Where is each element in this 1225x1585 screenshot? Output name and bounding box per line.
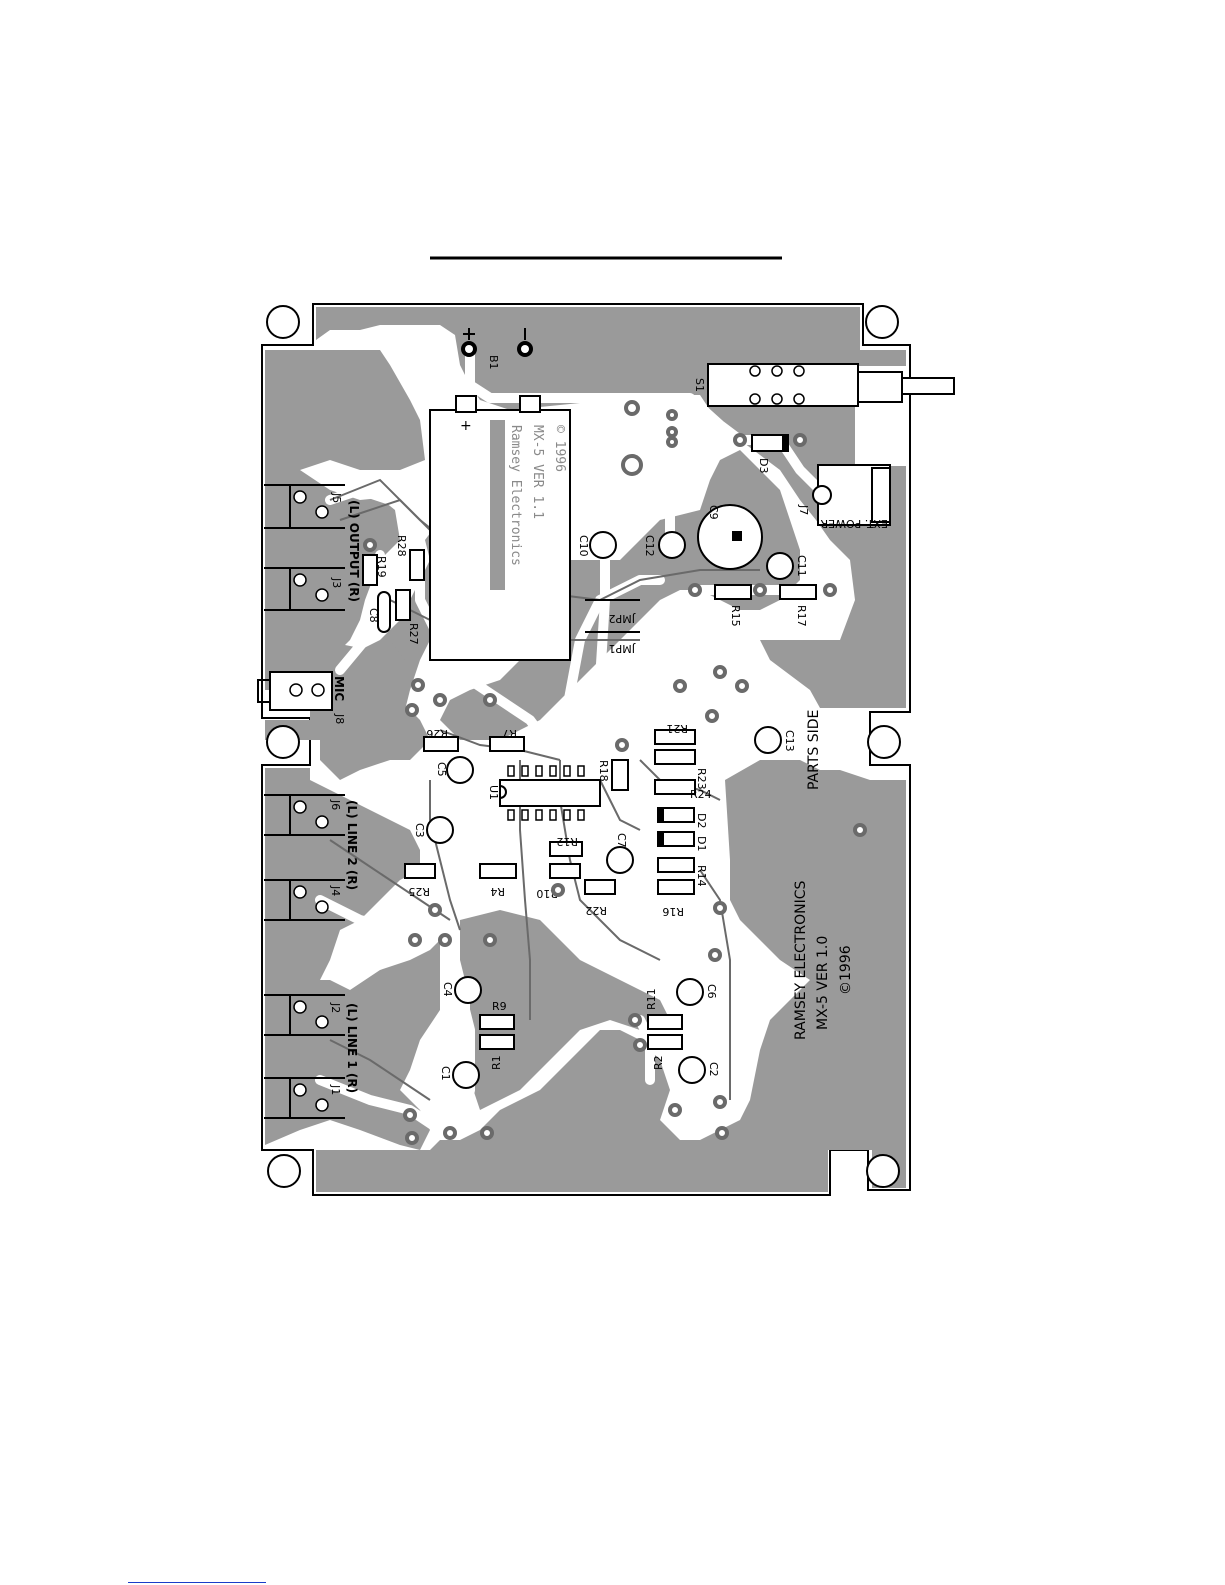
ghost-copyright-text: © 1996 <box>552 425 567 472</box>
mounting-hole-top-left <box>266 305 300 339</box>
mounting-hole-bottom-left <box>267 1154 301 1188</box>
label-output: (L) OUTPUT (R) <box>347 500 361 602</box>
label-JMP2: JMP2 <box>609 612 636 625</box>
label-C9: C9 <box>707 505 720 520</box>
small-caps-middle <box>426 726 782 1089</box>
battery-holder: + Ramsey Electronics MX-5 VER 1.1 © 1996 <box>429 395 571 661</box>
label-J2: J2 <box>329 1002 342 1013</box>
ghost-model-text: MX-5 VER 1.1 <box>530 425 545 519</box>
audio-jacks <box>257 484 345 1119</box>
label-C6: C6 <box>705 984 718 999</box>
label-R23: R23 <box>695 768 708 790</box>
label-J3: J3 <box>330 577 343 588</box>
b1-battery-pads: B1 <box>461 328 533 370</box>
label-JMP1: JMP1 <box>609 642 636 655</box>
label-R12: R12 <box>556 835 578 848</box>
label-C4: C4 <box>441 982 454 997</box>
label-R2: R2 <box>652 1055 665 1070</box>
label-parts-side: PARTS SIDE <box>806 710 822 790</box>
label-R15: R15 <box>729 605 742 627</box>
label-C3: C3 <box>413 823 426 838</box>
label-R24: R24 <box>690 788 712 801</box>
label-R14: R14 <box>695 865 708 887</box>
mounting-hole-mid-right <box>867 725 901 759</box>
c9-capacitor: C9 <box>697 504 763 570</box>
label-R1: R1 <box>490 1055 503 1070</box>
label-R7: R7 <box>502 727 517 740</box>
label-R9: R9 <box>492 1000 507 1013</box>
label-R17: R17 <box>795 605 808 627</box>
label-C12: C12 <box>643 535 656 557</box>
label-C5: C5 <box>435 762 448 777</box>
label-line2: (L) LINE 2 (R) <box>345 800 359 890</box>
c8-capacitor <box>377 591 391 633</box>
label-R28: R28 <box>395 535 408 557</box>
label-C13: C13 <box>783 730 796 752</box>
label-C1: C1 <box>439 1066 452 1081</box>
u1-ic: U1 <box>487 765 601 821</box>
label-maker: RAMSEY ELECTRONICS <box>793 881 809 1040</box>
label-R21: R21 <box>666 722 688 735</box>
label-R19: R19 <box>375 556 388 578</box>
jack-pads <box>289 490 329 1112</box>
label-J6: J6 <box>329 799 342 810</box>
mounting-hole-bottom-right <box>866 1154 900 1188</box>
label-C2: C2 <box>707 1062 720 1077</box>
label-R25: R25 <box>408 885 430 898</box>
label-C11: C11 <box>795 555 808 577</box>
diodes-d1-d2: D2 D1 <box>657 807 708 851</box>
via-pads <box>363 400 867 1145</box>
label-J1: J1 <box>329 1084 342 1095</box>
resistors <box>362 549 817 1050</box>
label-J8: J8 <box>333 713 346 724</box>
label-R26: R26 <box>426 727 448 740</box>
footnote-rule <box>128 1582 266 1583</box>
label-C8: C8 <box>367 608 380 623</box>
mounting-hole-mid-left <box>266 725 300 759</box>
label-mic: MIC <box>332 676 346 701</box>
label-C10: C10 <box>577 535 590 557</box>
label-ext-power: EXT. POWER <box>820 517 888 530</box>
label-D1: D1 <box>695 836 708 851</box>
label-J7: J7 <box>797 504 810 515</box>
j7-power-jack: J7 EXT. POWER <box>797 464 891 530</box>
d3-diode: D3 <box>751 434 789 473</box>
small-caps-top <box>589 531 794 580</box>
ghost-maker-text: Ramsey Electronics <box>508 425 523 566</box>
label-R11: R11 <box>645 988 658 1010</box>
label-C7: C7 <box>615 833 628 848</box>
label-copyright: ©1996 <box>838 945 854 995</box>
label-J4: J4 <box>329 885 342 896</box>
battery-plus-mark: + <box>460 418 472 434</box>
label-U1: U1 <box>487 785 500 800</box>
label-model: MX-5 VER 1.0 <box>815 936 831 1030</box>
label-D2: D2 <box>695 813 708 828</box>
label-J5: J5 <box>330 492 343 503</box>
label-D3: D3 <box>757 458 770 473</box>
mounting-holes <box>266 305 901 1188</box>
mounting-hole-top-right <box>865 305 899 339</box>
label-R27: R27 <box>407 623 420 645</box>
label-line1: (L) LINE 1 (R) <box>345 1003 359 1093</box>
label-R18: R18 <box>597 760 610 782</box>
label-S1: S1 <box>693 378 706 392</box>
s1-power-switch: S1 <box>693 363 955 407</box>
label-R4: R4 <box>490 885 505 898</box>
label-B1: B1 <box>487 355 500 370</box>
label-R22: R22 <box>585 904 607 917</box>
label-R16: R16 <box>662 905 684 918</box>
